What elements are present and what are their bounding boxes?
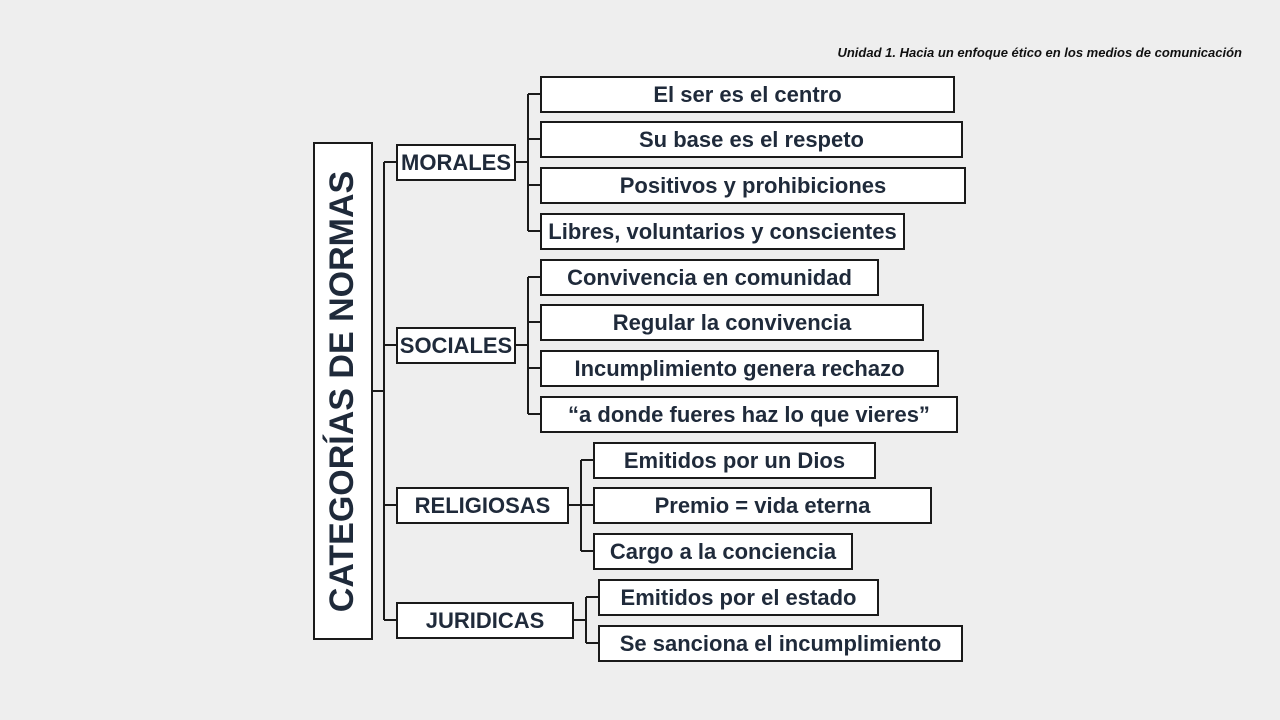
- sociales-item: Convivencia en comunidad: [540, 259, 879, 296]
- juridicas-item: Emitidos por el estado: [598, 579, 879, 616]
- sociales-item: Regular la convivencia: [540, 304, 924, 341]
- category-sociales: SOCIALES: [396, 327, 516, 364]
- religiosas-item: Emitidos por un Dios: [593, 442, 876, 479]
- category-juridicas: JURIDICAS: [396, 602, 574, 639]
- unit-header: Unidad 1. Hacia un enfoque ético en los …: [837, 45, 1242, 60]
- religiosas-item: Premio = vida eterna: [593, 487, 932, 524]
- category-religiosas: RELIGIOSAS: [396, 487, 569, 524]
- root-node: CATEGORÍAS DE NORMAS: [313, 142, 373, 640]
- morales-item: Su base es el respeto: [540, 121, 963, 158]
- root-label: CATEGORÍAS DE NORMAS: [323, 170, 362, 612]
- morales-item: Positivos y prohibiciones: [540, 167, 966, 204]
- juridicas-item: Se sanciona el incumplimiento: [598, 625, 963, 662]
- morales-item: El ser es el centro: [540, 76, 955, 113]
- morales-item: Libres, voluntarios y conscientes: [540, 213, 905, 250]
- religiosas-item: Cargo a la conciencia: [593, 533, 853, 570]
- category-morales: MORALES: [396, 144, 516, 181]
- sociales-item: Incumplimiento genera rechazo: [540, 350, 939, 387]
- sociales-item: “a donde fueres haz lo que vieres”: [540, 396, 958, 433]
